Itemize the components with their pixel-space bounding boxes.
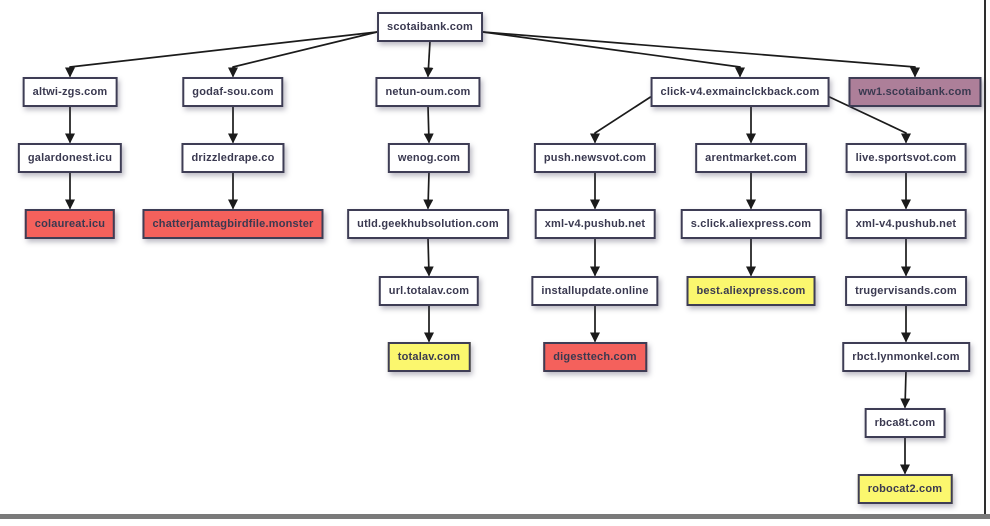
node-arent: arentmarket.com bbox=[695, 143, 807, 173]
node-xmlpush1: xml-v4.pushub.net bbox=[534, 209, 656, 239]
node-bestali: best.aliexpress.com bbox=[686, 276, 816, 306]
node-root: scotaibank.com bbox=[377, 12, 483, 42]
node-clickv4: click-v4.exmainclckback.com bbox=[650, 77, 830, 107]
node-pushn: push.newsvot.com bbox=[533, 143, 657, 173]
node-xmlpush2: xml-v4.pushub.net bbox=[845, 209, 967, 239]
node-altwi: altwi-zgs.com bbox=[22, 77, 118, 107]
node-totalav: totalav.com bbox=[387, 342, 471, 372]
node-netun: netun-oum.com bbox=[375, 77, 481, 107]
node-truger: trugervisands.com bbox=[845, 276, 967, 306]
node-sclick: s.click.aliexpress.com bbox=[680, 209, 822, 239]
node-digest: digesttech.com bbox=[543, 342, 647, 372]
window-bottom-bar bbox=[0, 514, 990, 519]
node-url: url.totalav.com bbox=[378, 276, 480, 306]
node-robocat: robocat2.com bbox=[857, 474, 953, 504]
node-ww1: ww1.scotaibank.com bbox=[848, 77, 982, 107]
node-utld: utld.geekhubsolution.com bbox=[347, 209, 509, 239]
node-wenog: wenog.com bbox=[387, 143, 471, 173]
node-colaur: colaureat.icu bbox=[24, 209, 116, 239]
node-rbca8t: rbca8t.com bbox=[864, 408, 946, 438]
node-rbct: rbct.lynmonkel.com bbox=[842, 342, 970, 372]
window-right-border bbox=[984, 0, 986, 519]
node-drizzle: drizzledrape.co bbox=[181, 143, 285, 173]
node-galard: galardonest.icu bbox=[17, 143, 123, 173]
node-install: installupdate.online bbox=[531, 276, 659, 306]
node-godaf: godaf-sou.com bbox=[182, 77, 284, 107]
node-chatter: chatterjamtagbirdfile.monster bbox=[142, 209, 324, 239]
node-livesp: live.sportsvot.com bbox=[845, 143, 967, 173]
